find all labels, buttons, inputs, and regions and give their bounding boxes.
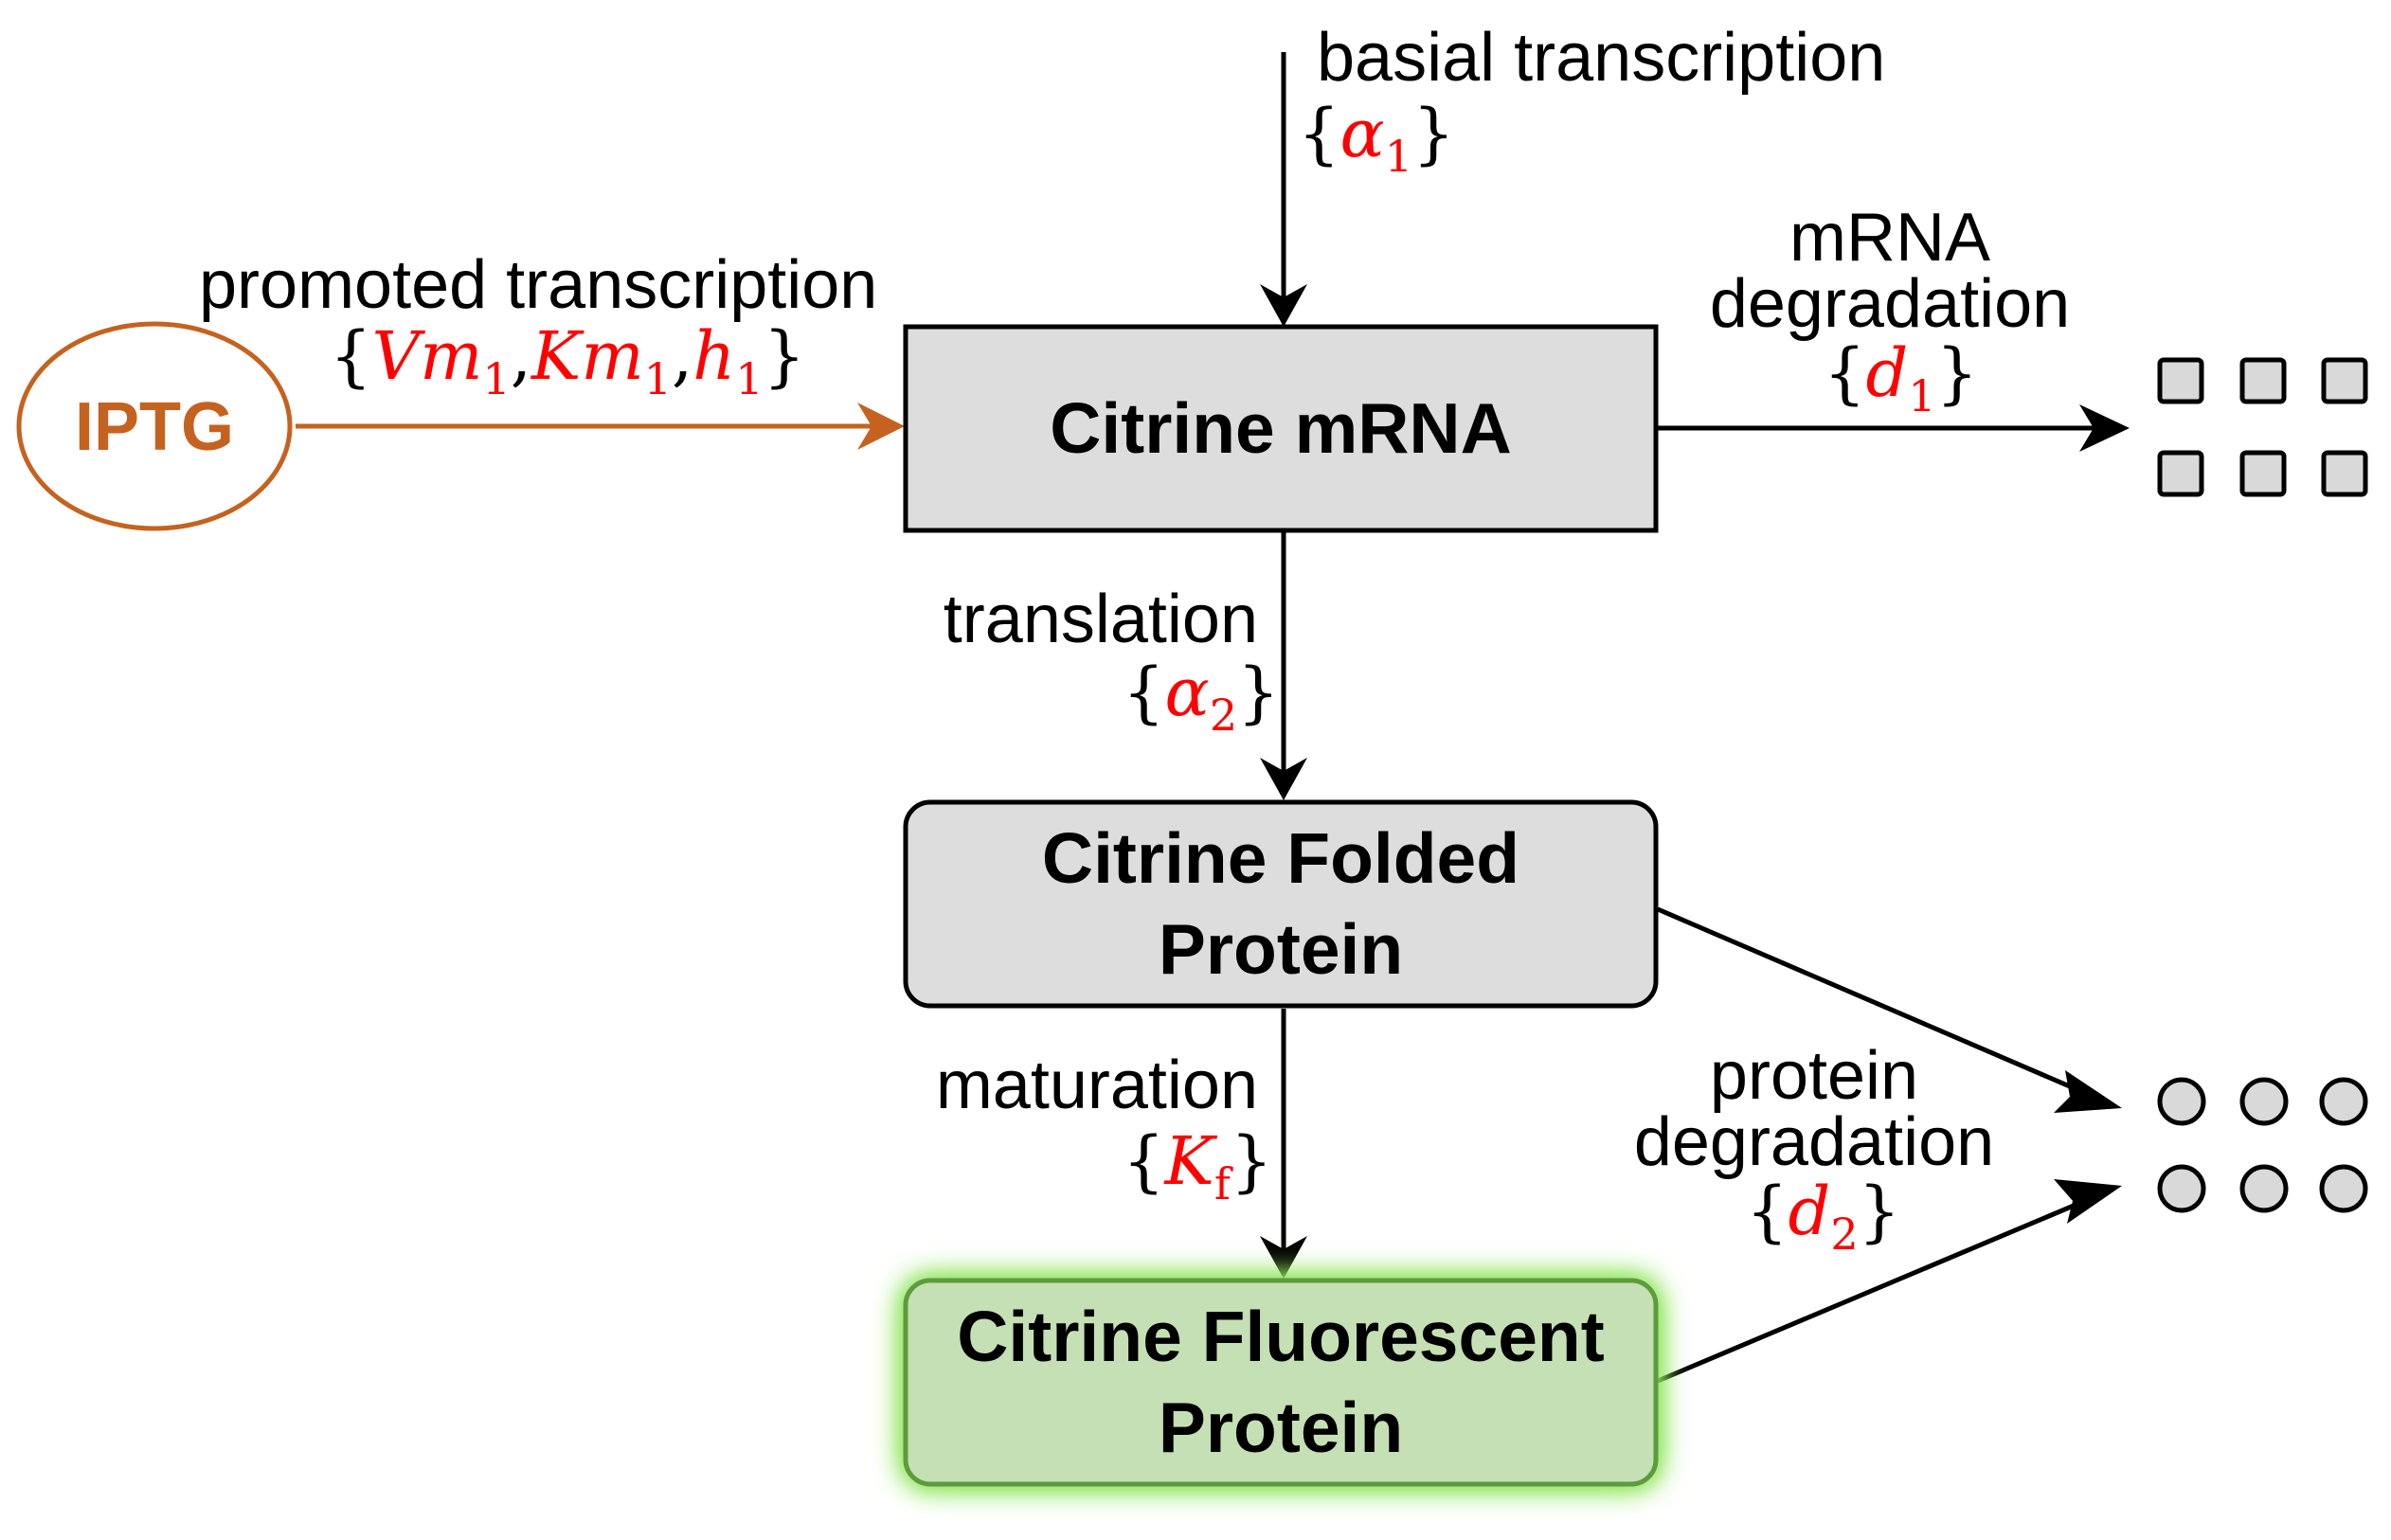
mrna-label: Citrine mRNA bbox=[1050, 388, 1512, 468]
circle-grid-icon bbox=[2157, 1077, 2368, 1213]
iptg-label: IPTG bbox=[75, 389, 234, 465]
maturation-arrow bbox=[1260, 1009, 1307, 1279]
basal-transcription-params: {α1} bbox=[1298, 95, 1455, 182]
basal-transcription-arrow bbox=[1260, 52, 1307, 327]
promoted-transcription-label: promoted transcription bbox=[199, 247, 877, 323]
mrna-degradation-arrow bbox=[1656, 404, 2130, 452]
promoted-transcription-arrow bbox=[296, 403, 905, 450]
maturation-params: {Kf} bbox=[1123, 1122, 1272, 1209]
mrna-degradation-params: {d1} bbox=[1824, 334, 1978, 421]
maturation-label: maturation bbox=[936, 1048, 1258, 1123]
folded-protein-degradation-arrow bbox=[1657, 906, 2122, 1113]
mrna-node: Citrine mRNA bbox=[903, 324, 1659, 533]
folded-protein-label-line2: Protein bbox=[1159, 909, 1403, 989]
fluorescent-protein-label-line2: Protein bbox=[1159, 1388, 1403, 1467]
protein-degradation-label-line1: protein bbox=[1710, 1038, 1918, 1114]
translation-arrow bbox=[1260, 532, 1307, 800]
mrna-degradation-label-line1: mRNA bbox=[1789, 200, 1990, 276]
fluorescent-protein-node: Citrine Fluorescent Protein bbox=[903, 1278, 1659, 1487]
fluorescent-protein-label-line1: Citrine Fluorescent bbox=[957, 1297, 1604, 1376]
fluorescent-protein-degradation-arrow bbox=[1657, 1179, 2122, 1384]
iptg-node: IPTG bbox=[16, 321, 293, 531]
mrna-degradation-label-line2: degradation bbox=[1710, 266, 2070, 342]
folded-protein-label-line1: Citrine Folded bbox=[1042, 818, 1519, 898]
square-grid-icon bbox=[2157, 357, 2368, 497]
translation-label: translation bbox=[944, 582, 1258, 657]
protein-degradation-params: {d2} bbox=[1746, 1173, 1900, 1260]
translation-params: {α2} bbox=[1123, 654, 1280, 741]
protein-degradation-label-line2: degradation bbox=[1634, 1104, 1994, 1180]
folded-protein-node: Citrine Folded Protein bbox=[903, 799, 1659, 1009]
promoted-transcription-params: {Vm1,Km1,h1} bbox=[330, 317, 805, 404]
basal-transcription-label: basial transcription bbox=[1317, 20, 1885, 96]
